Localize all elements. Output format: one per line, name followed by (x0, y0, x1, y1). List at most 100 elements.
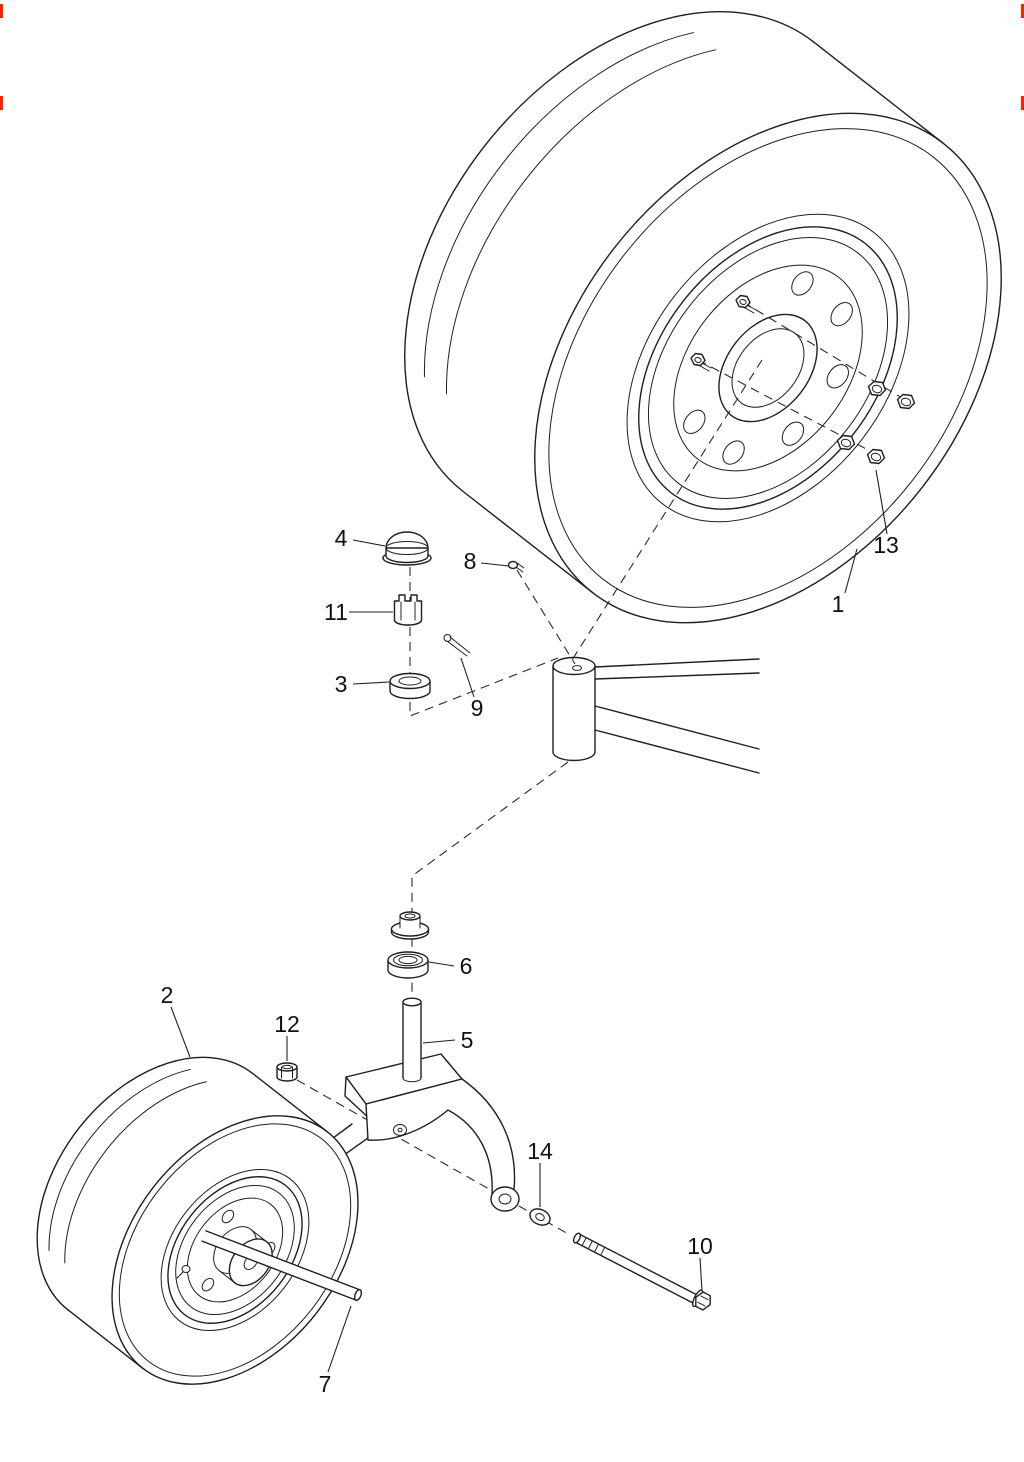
part-label-7: 7 (319, 1371, 332, 1397)
bolt-head-hex (695, 1291, 711, 1311)
bolt-hole (830, 301, 853, 327)
stud-threads (699, 362, 712, 372)
cap-band-edge (385, 541, 429, 555)
cap-band (385, 547, 429, 564)
bearing-bore (398, 955, 418, 965)
frame-arm-upper (594, 658, 760, 680)
nut-bore (282, 1064, 292, 1070)
axle-part7 (201, 1230, 363, 1302)
lug-nut (836, 434, 856, 451)
part-label-14: 14 (527, 1138, 553, 1164)
cotter-pin-part9 (443, 634, 471, 657)
frame-caster-tube (552, 656, 760, 774)
tire-back-edge (36, 1056, 254, 1311)
bolt-hole (791, 271, 814, 296)
bearing-race-part3 (389, 672, 431, 700)
pin-legs (446, 636, 471, 657)
registration-marks (0, 4, 1024, 110)
lug-nuts-part13 (836, 380, 916, 465)
leader-part1 (844, 548, 858, 594)
leader-lines (170, 469, 888, 1373)
lug-nut-hex (866, 448, 886, 465)
bolt-hole (826, 364, 849, 389)
fork-body (365, 1078, 516, 1195)
registration-mark (0, 4, 3, 18)
part-label-12: 12 (274, 1011, 300, 1037)
bushing-neck-sides (399, 915, 421, 929)
spindle-sides (402, 1001, 422, 1079)
bolt-hole (683, 409, 706, 435)
axle-end-cap (353, 1288, 363, 1302)
rim-hole (201, 1277, 215, 1292)
bearing-part6 (387, 951, 429, 979)
centerline-hardware-stack (409, 552, 559, 717)
bolt-hole (781, 421, 805, 446)
tube-sides (552, 665, 596, 753)
part-label-11: 11 (324, 599, 348, 625)
centerline-screw-to-tube (516, 569, 576, 665)
lug-nut (896, 393, 916, 410)
axle-body (202, 1230, 360, 1301)
pin-loop (443, 634, 452, 642)
fork-axle-hole (498, 1193, 512, 1205)
spindle-part5 (402, 997, 422, 1083)
leader-part3 (352, 681, 390, 685)
race-bore (398, 676, 422, 686)
centerline-tube-to-spindle (411, 761, 569, 1004)
lug-nut (866, 448, 886, 465)
nut-part12 (276, 1062, 298, 1082)
dust-cap-part4 (382, 531, 432, 566)
part-label-9: 9 (471, 695, 484, 721)
caster-fork (305, 1053, 520, 1212)
part-label-10: 10 (687, 1233, 713, 1259)
leader-part7 (327, 1305, 352, 1373)
part-label-3: 3 (335, 671, 348, 697)
race-top (389, 672, 431, 690)
wheel-stud (690, 352, 712, 372)
fork-hole-center (397, 1127, 403, 1133)
tread-contour-line (64, 1081, 207, 1264)
fork-hole (393, 1124, 407, 1136)
bead-ring (160, 1168, 310, 1332)
tread-silhouette-lines (67, 1072, 329, 1369)
part-label-13: 13 (873, 532, 899, 558)
part-label-2: 2 (161, 982, 174, 1008)
spindle-body (403, 1002, 421, 1078)
bolt-head (691, 1289, 711, 1311)
part-label-1: 1 (832, 591, 845, 617)
nut-top (276, 1062, 298, 1072)
grease-screw-part8 (507, 560, 525, 573)
nut-castellations (393, 594, 423, 626)
registration-mark (1021, 4, 1024, 18)
rim-outer-ring (167, 1176, 303, 1324)
screw-head (507, 560, 519, 570)
centerline-axle-bolt (296, 1079, 571, 1236)
centerline-stud-to-nuts (697, 359, 873, 453)
stud-threads (744, 304, 757, 314)
axle-bolt-part10 (572, 1232, 711, 1311)
stud-face (739, 299, 747, 305)
hub-bore-ring (718, 313, 818, 423)
bolt-threads (581, 1237, 605, 1256)
bolt-shaft-body (574, 1234, 700, 1304)
rim-dish-ring (673, 264, 863, 472)
part-label-8: 8 (464, 548, 477, 574)
leader-part5 (422, 1039, 456, 1044)
fork-axle-boss (490, 1186, 520, 1212)
rim-lip-ring (175, 1184, 295, 1316)
frame-arm-lower (594, 705, 760, 774)
nut-bottom (276, 1076, 298, 1082)
leader-part10 (699, 1257, 703, 1292)
rim-dish-ring (186, 1197, 284, 1303)
wheel-stud (735, 294, 757, 314)
washer-hole (535, 1213, 545, 1221)
tube-screw-hole (572, 665, 582, 671)
tire-wheel-assembly-1 (404, 11, 1002, 624)
bolt-head-facets (697, 1295, 709, 1307)
bearing-ball-ring (393, 953, 423, 967)
rim-hole (221, 1209, 235, 1224)
leader-part8 (480, 562, 510, 567)
rim-outer-ring (638, 226, 898, 510)
screw-shank (515, 562, 525, 573)
